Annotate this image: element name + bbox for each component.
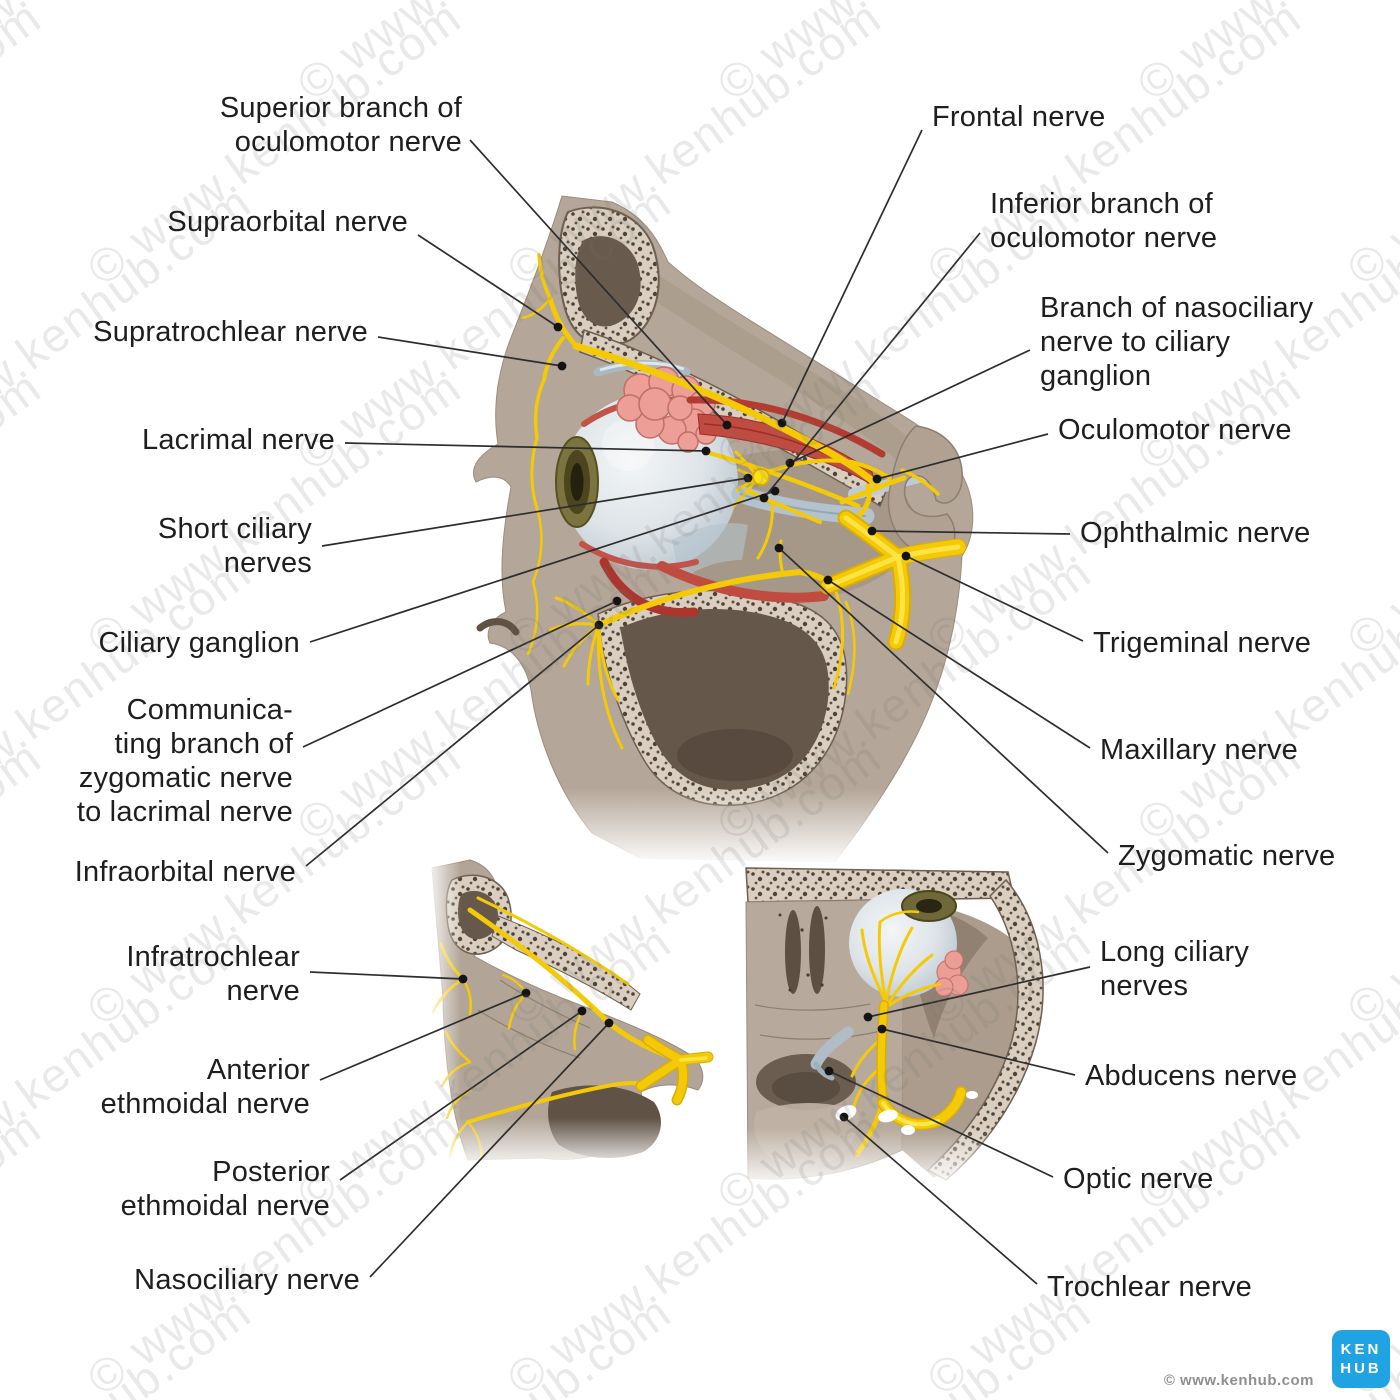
leader-line-optic [828,1070,1054,1178]
leader-dot-oculomotor [872,474,882,484]
figure-main-sagittal-orbit [430,195,990,880]
orbital-nerves [520,253,940,750]
leader-dot-nasociliary [604,1018,614,1028]
leader-line-communicating-branch [302,600,618,748]
leader-dot-lacrimal [701,446,711,456]
kenhub-logo: KEN HUB [1332,1330,1390,1388]
leader-dot-anterior-ethmoidal [521,988,531,998]
leader-line-inferior-branch-oculomotor [763,232,981,499]
leader-dot-branch-nasociliary-ciliary-ganglion [785,458,795,468]
sphenoid-hook [887,425,963,557]
leader-lines [302,129,1109,1285]
trigeminal-trunk [819,509,967,651]
leader-dot-abducens [877,1024,887,1034]
pupil [570,463,584,501]
leader-dot-inferior-branch-oculomotor [759,493,769,503]
leader-line-zygomatic [778,547,1109,854]
optic-nerve-stub [810,1026,854,1070]
leader-line-trigeminal [905,555,1084,642]
leader-line-branch-nasociliary-ciliary-ganglion [789,349,1031,464]
leader-line-supratrochlear [377,336,563,367]
leader-line-abducens [881,1028,1076,1076]
copyright-text: © www.kenhub.com [1163,1372,1314,1389]
leader-line-infratrochlear [309,971,464,980]
logo-text-line1: KEN [1340,1341,1382,1358]
figure-medial-orbital-wall [425,859,725,1180]
leader-dot-frontal [777,418,787,428]
leader-dot-zygomatic [774,543,784,553]
leader-dot-trochlear [839,1112,849,1122]
leader-line-short-ciliary [321,477,749,547]
logo-text-line2: HUB [1340,1360,1382,1377]
leader-dot-long-ciliary [863,1012,873,1022]
leader-line-ciliary-ganglion [309,490,776,643]
ciliary-ganglion-blob [752,468,770,486]
leader-line-nasociliary [369,1022,610,1278]
leader-dot-short-ciliary [743,473,753,483]
leader-dot-superior-branch-oculomotor [722,420,732,430]
leader-dot-posterior-ethmoidal [577,1006,587,1016]
lacrimal-gland-small [934,950,969,997]
leader-dot-infraorbital [594,620,604,630]
leader-dot-communicating-branch [612,596,622,606]
leader-dot-ophthalmic [867,526,877,536]
leader-line-maxillary [827,579,1091,749]
leader-dot-supratrochlear [557,361,567,371]
leader-dot-trigeminal [901,551,911,561]
leader-line-anterior-ethmoidal [319,992,527,1081]
leader-line-oculomotor [876,433,1049,480]
leader-dot-optic [824,1066,834,1076]
leader-line-posterior-ethmoidal [339,1010,583,1181]
leader-line-infraorbital [305,624,600,867]
frontal-sinus-cavity [575,236,641,327]
leader-line-ophthalmic [871,530,1071,535]
leader-line-supraorbital [417,234,559,328]
maxillary-trunk-small [635,1034,714,1106]
leader-line-lacrimal [344,442,707,452]
leader-line-long-ciliary [867,966,1091,1018]
leader-dot-supraorbital [553,322,563,332]
leader-line-superior-branch-oculomotor [469,139,728,426]
leader-dot-maxillary [823,575,833,585]
leader-line-frontal [781,129,923,424]
leader-dot-ciliary-ganglion [770,486,780,496]
leader-line-trochlear [843,1116,1038,1285]
leader-dot-infratrochlear [458,974,468,984]
